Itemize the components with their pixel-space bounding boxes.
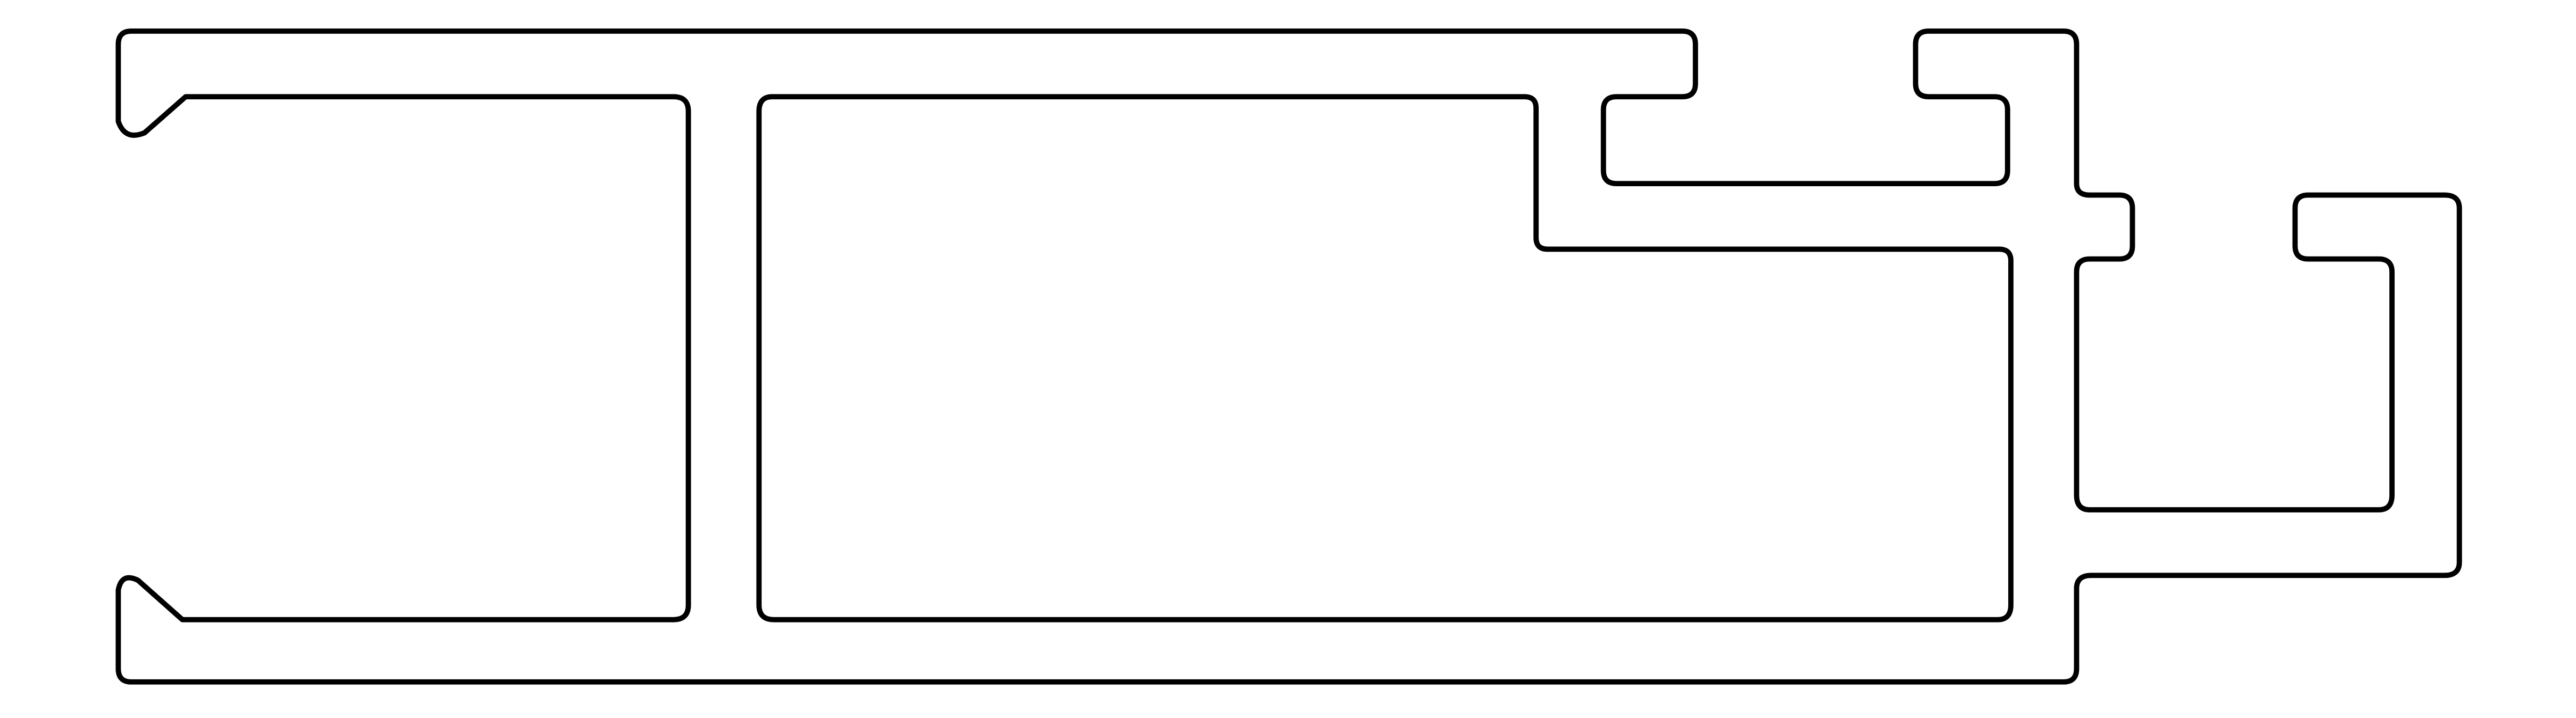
profile-inner-chamber [756,94,2014,622]
profile-outer-outline [115,28,2462,685]
